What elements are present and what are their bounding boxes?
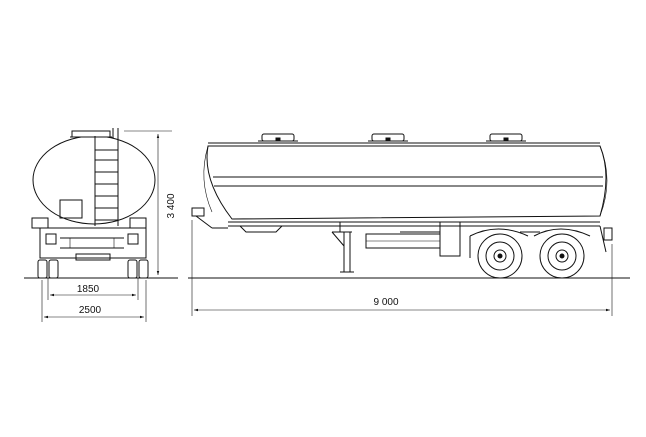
front-plate bbox=[59, 199, 83, 219]
side-hatches bbox=[208, 133, 600, 144]
height-dimension-label: 3 400 bbox=[166, 193, 177, 218]
side-cabinet bbox=[439, 221, 461, 257]
side-view: 9 000 bbox=[188, 133, 630, 316]
front-chassis bbox=[39, 227, 147, 259]
overall-width-label: 2500 bbox=[79, 305, 102, 316]
side-landing-gear bbox=[331, 222, 354, 273]
front-tank-shell bbox=[32, 135, 156, 225]
track-width-label: 1850 bbox=[77, 284, 100, 295]
side-wheels bbox=[477, 233, 585, 279]
side-tank-body bbox=[206, 145, 607, 220]
front-view: 3 400 1850 2500 bbox=[24, 128, 178, 322]
front-top-hatch bbox=[71, 130, 111, 138]
front-wheels bbox=[37, 259, 149, 279]
overall-length-label: 9 000 bbox=[373, 297, 398, 308]
front-ladder bbox=[94, 128, 119, 226]
